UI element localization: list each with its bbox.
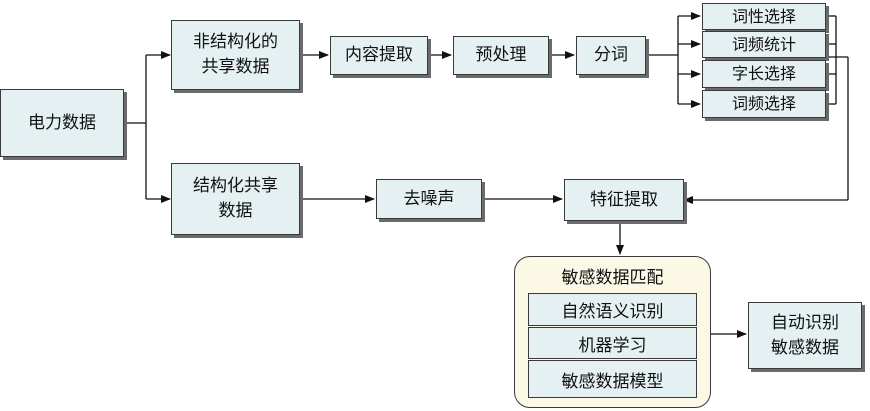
node-structured-data: 结构化共享 数据 <box>171 163 300 235</box>
node-feature-extract: 特征提取 <box>564 179 684 221</box>
matching-item-model: 敏感数据模型 <box>528 360 697 398</box>
node-len-select: 字长选择 <box>702 60 826 88</box>
matching-group: 敏感数据匹配 自然语义识别 机器学习 敏感数据模型 <box>514 256 711 408</box>
node-unstructured-data: 非结构化的 共享数据 <box>171 20 300 90</box>
node-content-extract: 内容提取 <box>330 36 428 75</box>
node-preprocess: 预处理 <box>453 36 549 75</box>
node-power-data: 电力数据 <box>0 89 124 157</box>
node-segmentation: 分词 <box>576 36 646 75</box>
node-pos-select: 词性选择 <box>702 3 826 30</box>
matching-item-ml: 机器学习 <box>528 327 697 359</box>
node-freq-stat: 词频统计 <box>702 31 826 58</box>
matching-item-semantic: 自然语义识别 <box>528 293 697 326</box>
matching-group-title: 敏感数据匹配 <box>561 268 664 288</box>
node-auto-identify: 自动识别 敏感数据 <box>748 302 862 369</box>
node-denoise: 去噪声 <box>376 179 482 219</box>
node-freq-select: 词频选择 <box>702 90 826 118</box>
